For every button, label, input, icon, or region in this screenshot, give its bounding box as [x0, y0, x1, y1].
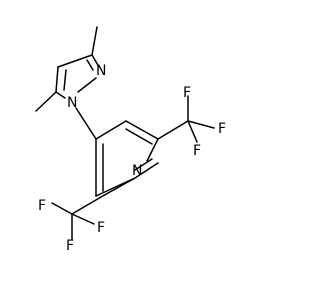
label-layer: N N N F F F F F F — [38, 63, 226, 254]
bond-n1-c4-pyridine — [75, 107, 97, 140]
bond-c3-methyl — [91, 26, 98, 56]
bond-cf3-f4-left — [71, 213, 95, 225]
bond-c2-n — [146, 138, 159, 162]
bond-c3-c4 — [57, 54, 93, 68]
bond-c4-c3 — [95, 120, 127, 140]
bond-n-c6 — [134, 162, 159, 179]
molecule-diagram: N N N F F F F F F — [35, 26, 226, 254]
bond-c3-c2 — [125, 120, 159, 140]
bond-c3-c2-inner — [125, 128, 153, 145]
bond-c3-n2 — [91, 54, 100, 68]
bond-cf3-f1-left — [71, 196, 102, 215]
bond-n2-n1 — [77, 77, 97, 93]
bond-c5-methyl — [35, 91, 57, 112]
bond-c6-cf3 — [100, 177, 136, 198]
atom-f-left-bottom: F — [66, 238, 74, 254]
bond-cf3-f3-right — [187, 120, 198, 143]
atom-f-left-right: F — [97, 220, 105, 236]
atom-n-pyridine: N — [132, 163, 142, 179]
bond-c4-c5-inner — [63, 69, 67, 91]
bond-c5-n1 — [55, 91, 66, 99]
atom-n-pyrazole-top: N — [96, 63, 106, 79]
bond-n-c6-inner — [134, 158, 153, 171]
atom-n-pyrazole-link: N — [67, 95, 77, 111]
atom-f-right-bottom: F — [193, 143, 201, 159]
atom-f-left-side: F — [38, 198, 46, 214]
bond-cf3-f2-left — [51, 202, 73, 215]
bond-c4-c5 — [55, 66, 59, 93]
atom-f-right-side: F — [218, 121, 226, 137]
bond-c3-n2-inner — [86, 59, 94, 71]
bond-c2-cf3 — [157, 120, 189, 140]
bond-layer — [35, 26, 215, 240]
structure-canvas: N N N F F F F F F — [35, 26, 227, 254]
atom-f-right-top: F — [183, 85, 191, 101]
bond-cf3-f2-right — [187, 120, 215, 129]
